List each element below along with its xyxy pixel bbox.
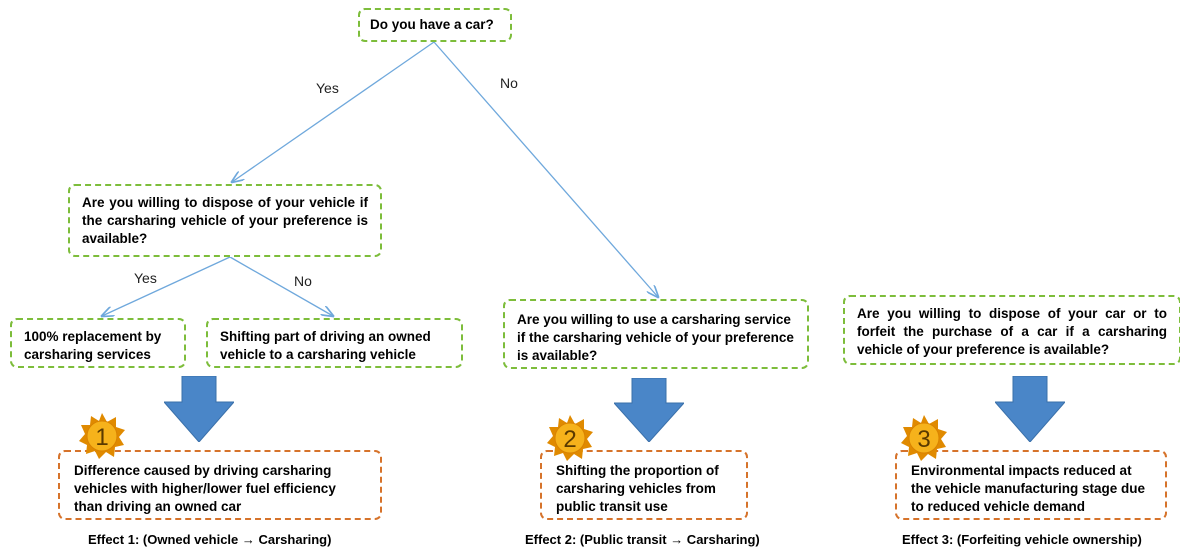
- badge-3-number: 3: [917, 426, 930, 453]
- use-carsharing-question-box: Are you willing to use a carsharing serv…: [503, 299, 809, 369]
- edge-root-no: [433, 41, 658, 297]
- badge-2-number: 2: [563, 426, 576, 453]
- dispose-question-box: Are you willing to dispose of your vehic…: [68, 184, 382, 257]
- edge-dispose-no: [229, 256, 333, 316]
- badge-3-icon: 3: [901, 415, 947, 461]
- block-arrow-down-1: [164, 376, 234, 442]
- edge-label-no-1: No: [500, 75, 518, 91]
- forfeit-question-box: Are you willing to dispose of your car o…: [843, 295, 1180, 365]
- effect-2-box: Shifting the proportion of carsharing ve…: [540, 450, 748, 520]
- effect-2-caption: Effect 2: (Public transit → Carsharing): [525, 532, 760, 547]
- edge-label-yes-2: Yes: [134, 270, 157, 286]
- shifting-outcome-box: Shifting part of driving an owned vehicl…: [206, 318, 463, 368]
- effect-3-box: Environmental impacts reduced at the veh…: [895, 450, 1167, 520]
- edge-label-no-2: No: [294, 273, 312, 289]
- replacement-outcome-box: 100% replacement by carsharing services: [10, 318, 186, 368]
- badge-1-number: 1: [95, 424, 108, 451]
- effect-1-caption: Effect 1: (Owned vehicle → Carsharing): [88, 532, 332, 547]
- block-arrow-down-2: [614, 378, 684, 442]
- block-arrow-down-3: [995, 376, 1065, 442]
- root-question-box: Do you have a car?: [358, 8, 512, 42]
- edge-dispose-yes: [102, 256, 231, 316]
- badge-1-icon: 1: [79, 413, 125, 459]
- edge-root-yes: [232, 41, 435, 182]
- badge-2-icon: 2: [547, 415, 593, 461]
- effect-1-box: Difference caused by driving carsharing …: [58, 450, 382, 520]
- edge-label-yes-1: Yes: [316, 80, 339, 96]
- effect-3-caption: Effect 3: (Forfeiting vehicle ownership): [902, 532, 1142, 547]
